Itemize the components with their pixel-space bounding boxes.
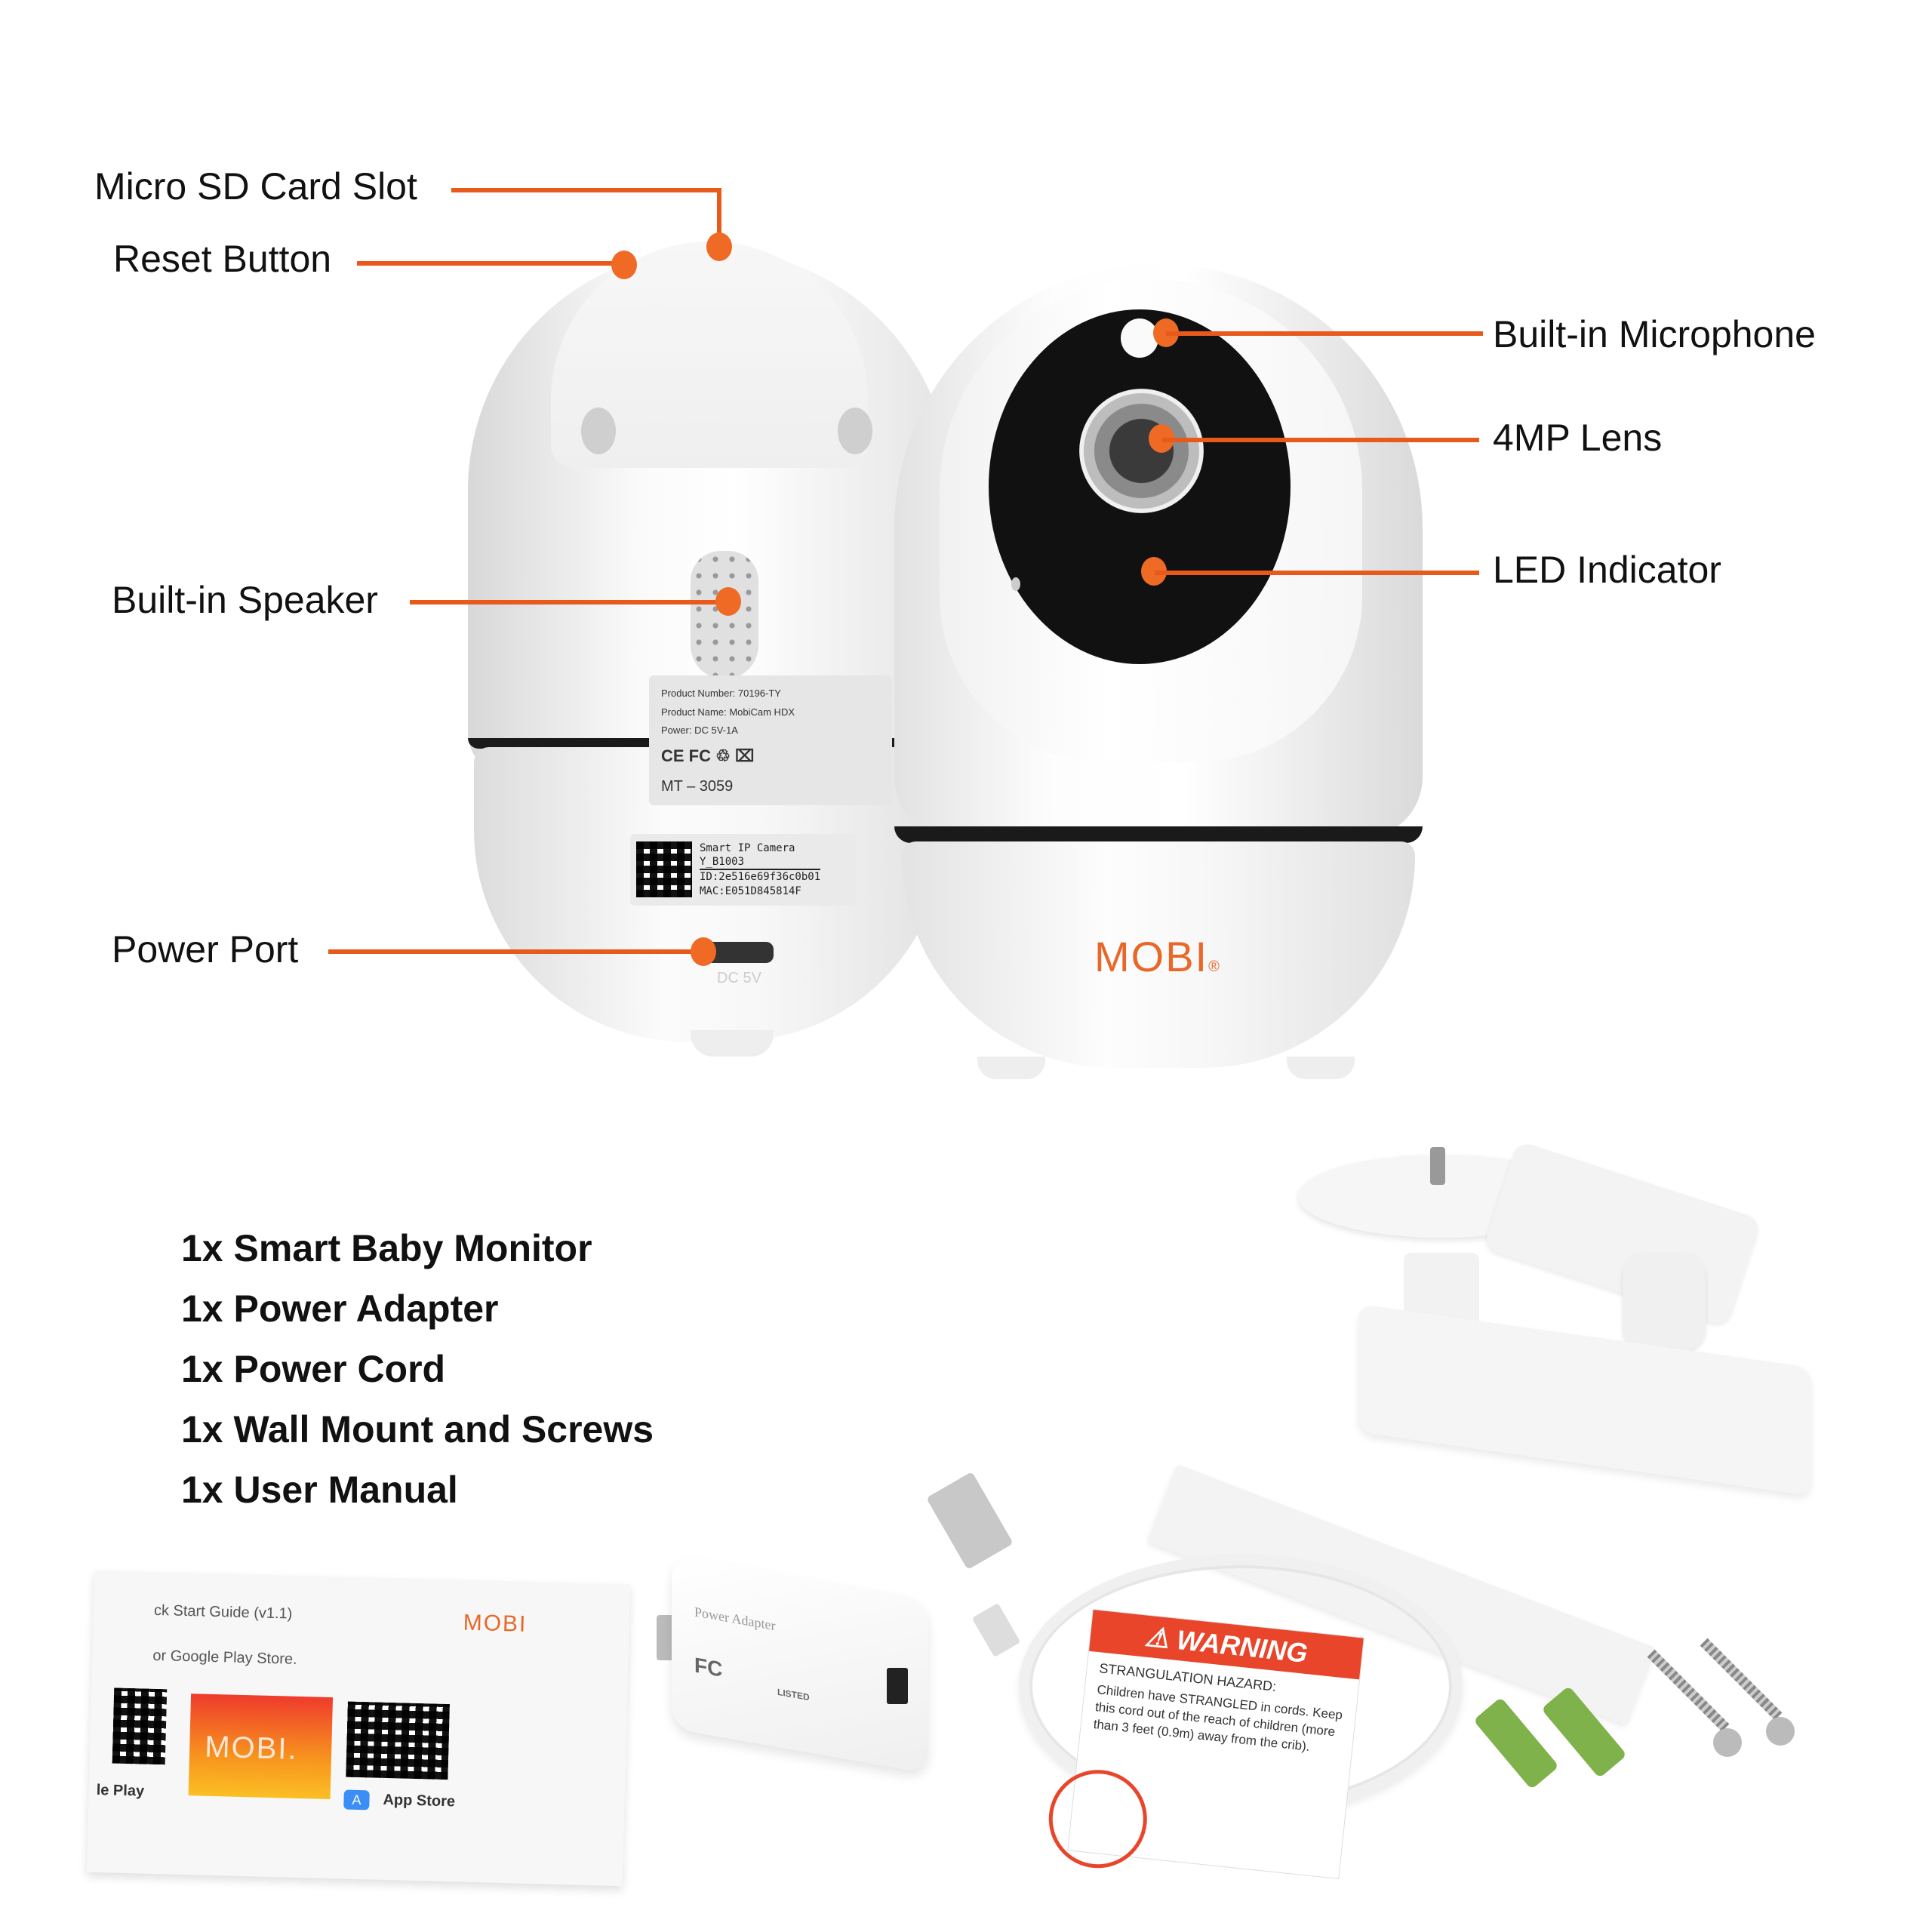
list-item: 1x Smart Baby Monitor (181, 1227, 592, 1269)
warning-triangle-icon: ⚠ (1143, 1620, 1179, 1655)
warning-title: WARNING (1175, 1623, 1309, 1669)
callout-power-port: Power Port (112, 928, 299, 971)
manual-google-play-label: le Play (96, 1781, 145, 1800)
camera-front: MOBI® (894, 264, 1423, 1091)
registered-mark: ® (1208, 958, 1221, 975)
brand-logo-text: MOBI (1094, 933, 1209, 980)
camera-back-foot (691, 1030, 774, 1057)
warning-tag: ⚠ WARNING STRANGULATION HAZARD: Children… (1044, 1608, 1364, 1880)
screw-head-2 (1766, 1717, 1795, 1746)
list-item: 1x Power Adapter (181, 1287, 499, 1330)
callout-line-speaker (410, 600, 727, 605)
brand-logo: MOBI® (1094, 932, 1221, 981)
manual-title: ck Start Guide (v1.1) (153, 1601, 293, 1623)
manual-tile-brand: MOBI. (204, 1730, 299, 1766)
camera-back: Product Number: 70196-TY Product Name: M… (468, 242, 951, 1057)
mount-hole-right (838, 408, 872, 454)
callout-line-lens (1162, 438, 1479, 442)
list-item: 1x Power Cord (181, 1348, 446, 1390)
speaker-grill (691, 551, 758, 679)
callout-reset-button: Reset Button (113, 238, 332, 280)
mount-screw (1430, 1147, 1445, 1185)
mount-knob (1623, 1253, 1706, 1351)
adapter-ul-mark: LISTED (777, 1686, 810, 1703)
camera-front-foot-left (977, 1057, 1045, 1079)
manual-brand: MOBI (463, 1610, 528, 1637)
camera-front-foot-right (1287, 1057, 1355, 1079)
lens-ring (1079, 389, 1204, 513)
manual-subtitle: or Google Play Store. (152, 1647, 297, 1668)
manual-app-store-label: App Store (383, 1791, 456, 1810)
callout-built-in-speaker: Built-in Speaker (112, 579, 378, 621)
qr-label: Smart IP Camera Y_B1003 ID:2e516e69f36c0… (630, 834, 857, 906)
qr-label-id: ID:2e516e69f36c0b01 (700, 871, 821, 884)
manual-brand-tile: MOBI. (188, 1694, 334, 1800)
app-store-qr-icon (346, 1701, 450, 1780)
callout-dot-micro-sd (706, 232, 732, 261)
callout-line-micro-sd-vertical (717, 188, 721, 242)
microphone-hole (1121, 318, 1158, 358)
adapter-fc-mark: FC (694, 1653, 723, 1681)
callout-4mp-lens: 4MP Lens (1493, 417, 1663, 459)
port-label: DC 5V (717, 970, 761, 986)
callout-line-microphone (1166, 331, 1483, 336)
sticker-cert-marks: CE FC ♲ ⌧ (661, 746, 755, 766)
callout-line-reset (357, 261, 621, 266)
sticker-model: MT – 3059 (661, 777, 734, 795)
wall-mount (1298, 1132, 1841, 1540)
light-sensor (1011, 577, 1020, 591)
warning-body: Children have STRANGLED in cords. Keep t… (1092, 1682, 1343, 1754)
body-band-front (894, 826, 1423, 843)
product-sticker: Product Number: 70196-TY Product Name: M… (649, 675, 892, 805)
adapter-label: Power Adapter (694, 1604, 776, 1634)
qr-label-model: Y_B1003 (700, 855, 821, 871)
micro-usb-connector (971, 1603, 1021, 1657)
mount-hole-left (581, 408, 616, 454)
callout-line-micro-sd (451, 188, 721, 192)
usb-a-connector (926, 1471, 1014, 1571)
callout-led-indicator: LED Indicator (1493, 549, 1721, 591)
list-item: 1x User Manual (181, 1469, 458, 1511)
user-manual: ck Start Guide (v1.1) MOBI or Google Pla… (86, 1570, 631, 1887)
callout-dot-power-port (691, 937, 716, 966)
callout-dot-speaker (715, 587, 741, 616)
adapter-body: Power Adapter FC LISTED (672, 1555, 928, 1774)
sticker-power: Power: DC 5V-1A (661, 724, 738, 737)
sticker-product-name: Product Name: MobiCam HDX (661, 706, 795, 718)
qr-code-icon (636, 841, 692, 897)
sticker-product-number: Product Number: 70196-TY (661, 688, 781, 699)
app-store-icon: A (343, 1789, 370, 1810)
qr-label-product: Smart IP Camera (700, 842, 795, 854)
qr-label-mac: MAC:E051D845814F (700, 884, 801, 897)
power-adapter: Power Adapter FC LISTED (657, 1555, 943, 1781)
screw-head-1 (1713, 1728, 1742, 1757)
callout-dot-reset (611, 251, 637, 279)
callout-micro-sd-slot: Micro SD Card Slot (94, 165, 417, 208)
google-play-qr-icon (112, 1687, 168, 1765)
callout-line-power-port (328, 949, 698, 954)
callout-built-in-microphone: Built-in Microphone (1493, 313, 1816, 355)
adapter-usb-port (887, 1668, 908, 1704)
callout-line-led (1155, 571, 1479, 575)
qr-label-text: Smart IP Camera Y_B1003 ID:2e516e69f36c0… (700, 841, 821, 898)
list-item: 1x Wall Mount and Screws (181, 1408, 654, 1451)
